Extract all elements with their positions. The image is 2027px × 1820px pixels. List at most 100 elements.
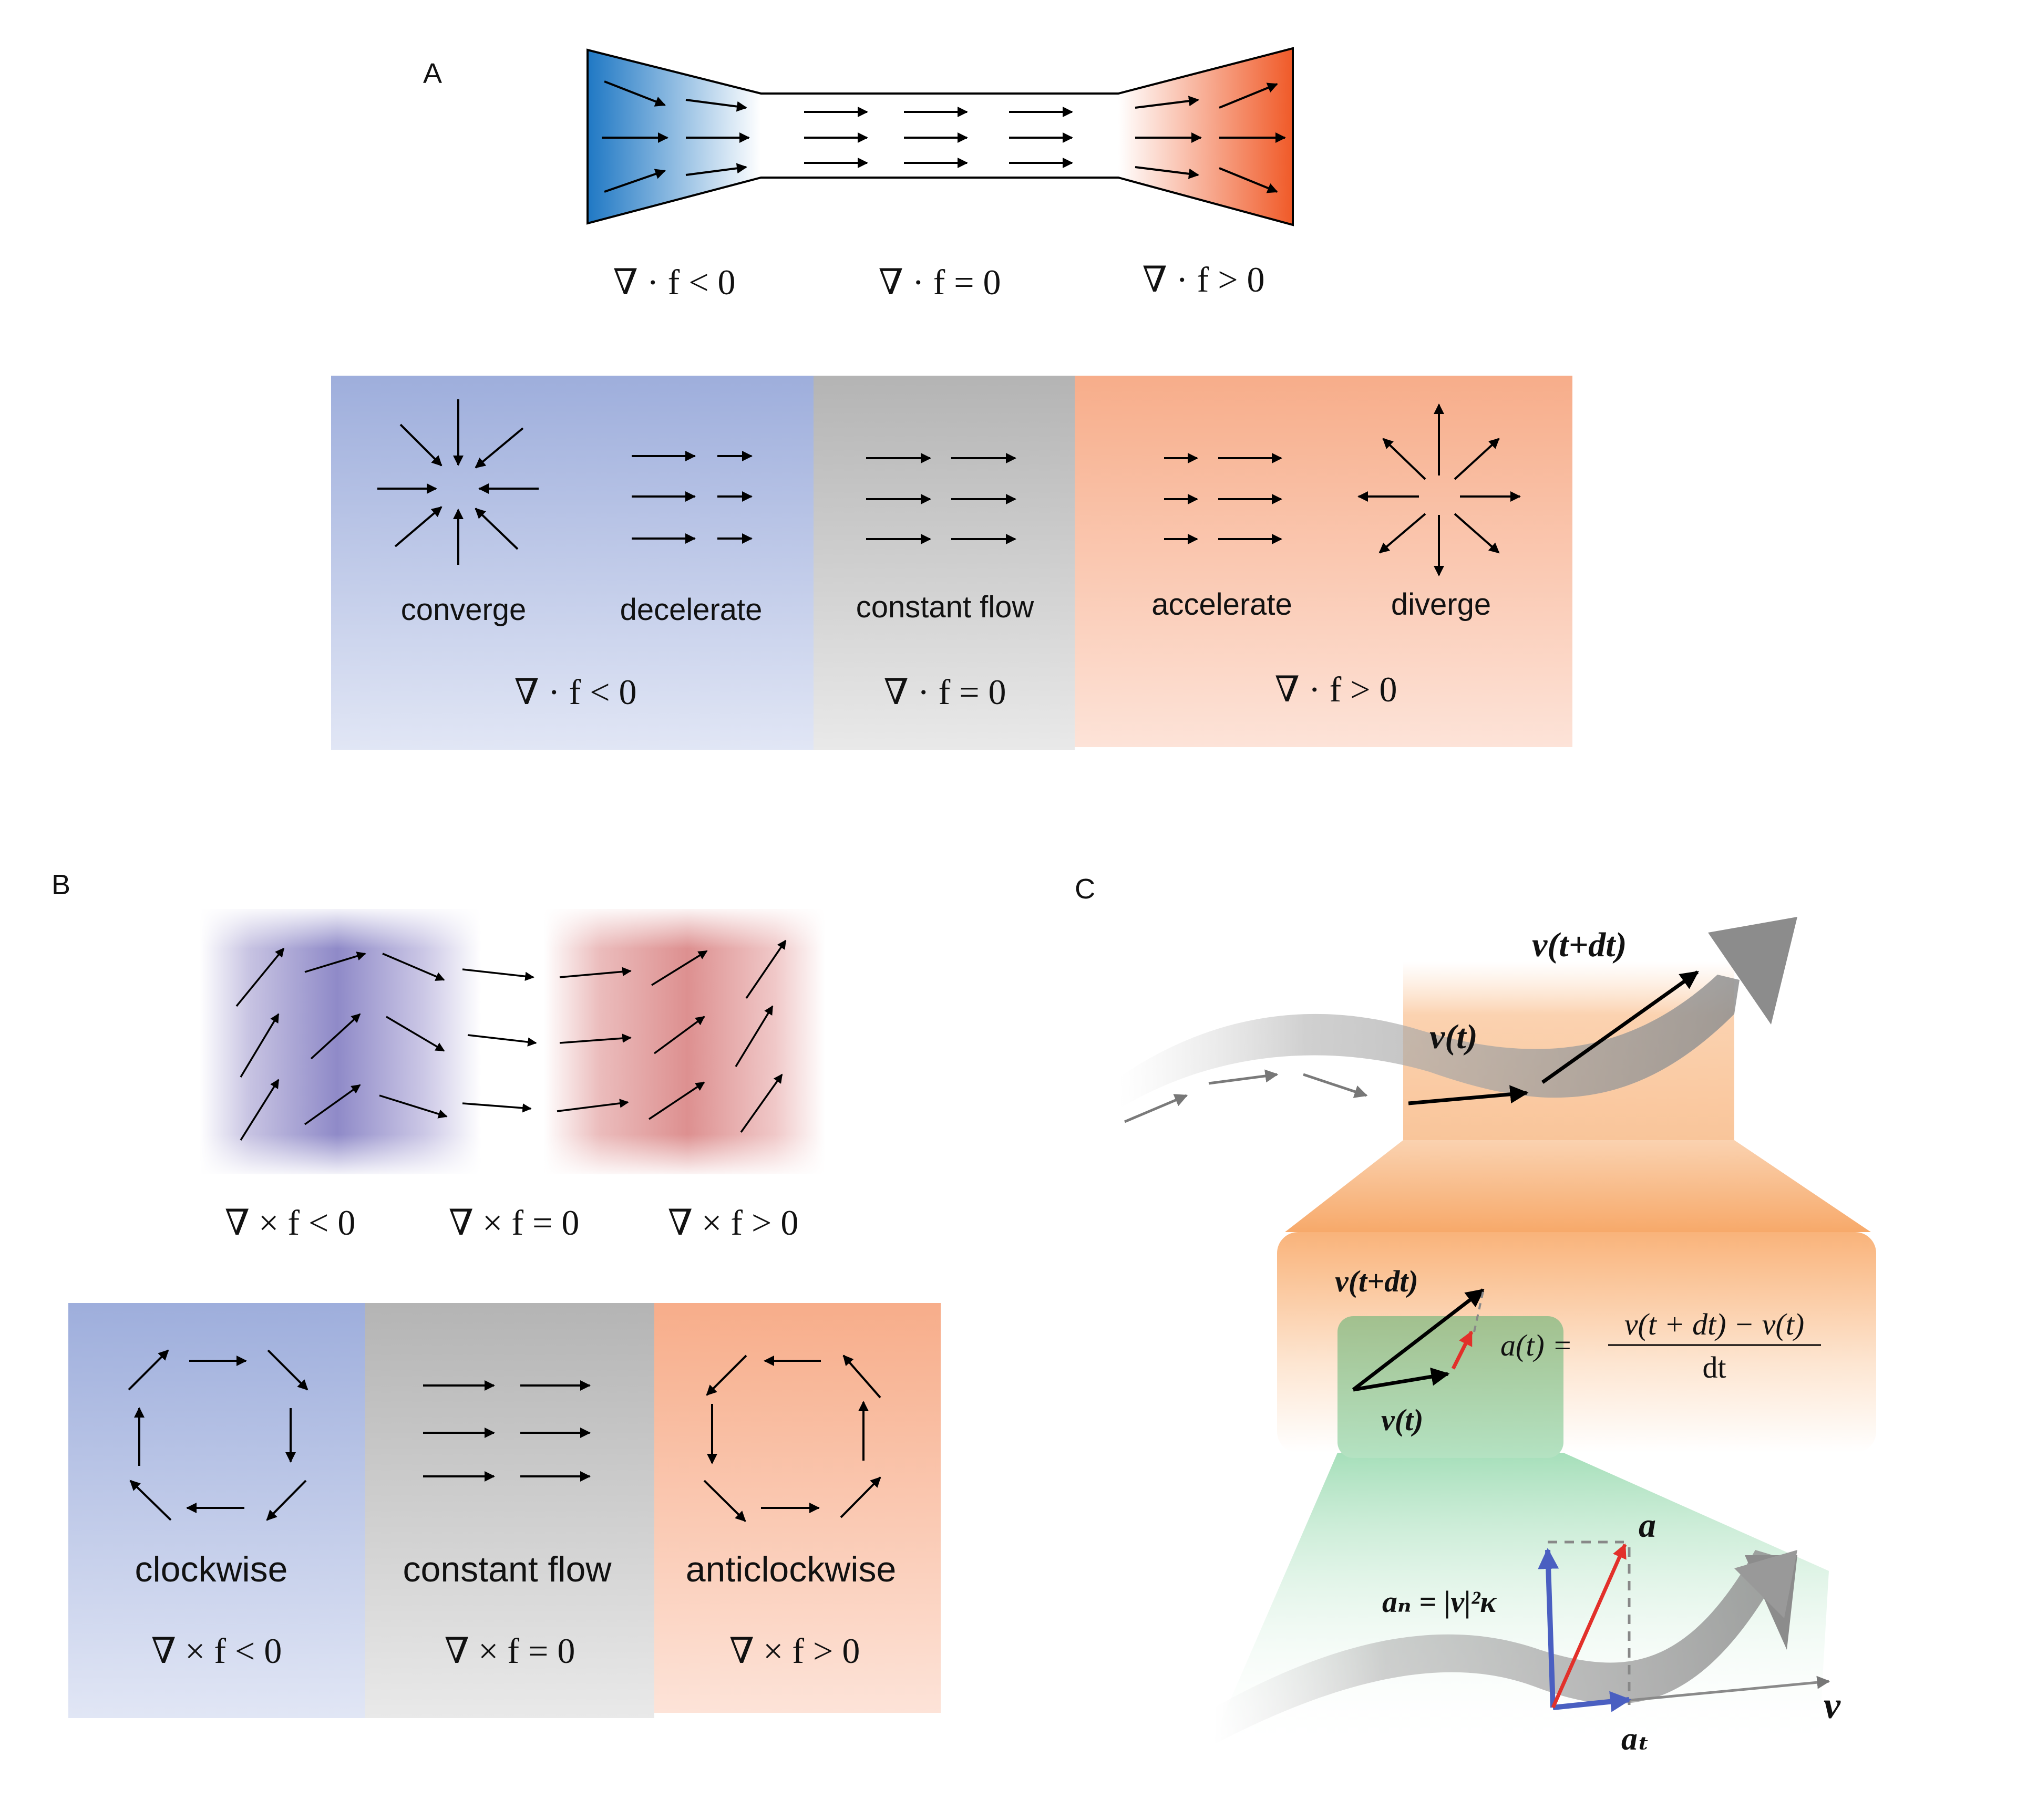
- clockwise-arrow: [128, 1349, 169, 1391]
- label-v-t: v(t): [1429, 1018, 1478, 1056]
- panel-b: B: [52, 869, 941, 1718]
- converge-arrow: [394, 506, 443, 547]
- inset-label-v-t-dt: v(t+dt): [1335, 1264, 1418, 1298]
- nozzle-arrow: [604, 169, 666, 193]
- converge-arrow: [475, 427, 524, 469]
- green-box: [1337, 1316, 1563, 1458]
- panel-b-label: B: [52, 869, 70, 901]
- diverge-arrow: [1454, 513, 1500, 554]
- box-formula-positive-divergence: ∇ · f > 0: [1274, 669, 1397, 709]
- field-arrow: [653, 1016, 705, 1054]
- box-positive-divergence: [1075, 376, 1572, 747]
- inset-label-v-t: v(t): [1381, 1403, 1424, 1437]
- box-zero-curl: [365, 1303, 654, 1718]
- field-arrow: [462, 1102, 532, 1113]
- field-formula-right: ∇ × f > 0: [668, 1203, 799, 1243]
- nozzle-arrow: [1219, 167, 1278, 193]
- anticlockwise-arrow: [842, 1354, 881, 1399]
- inset-vector-dv: [1451, 1330, 1474, 1370]
- nozzle-arrow: [1135, 96, 1199, 109]
- caption-accelerate: accelerate: [1151, 587, 1292, 622]
- box-clockwise: [68, 1303, 365, 1718]
- label-v: v: [1824, 1684, 1841, 1726]
- caption-anticlockwise: anticlockwise: [686, 1549, 897, 1589]
- box-formula-zero-divergence: ∇ · f = 0: [883, 672, 1006, 712]
- caption-clockwise: clockwise: [135, 1549, 288, 1589]
- vector-a-t: [1552, 1691, 1631, 1712]
- inset-vector-v-t-dt: [1352, 1288, 1485, 1391]
- box-formula-negative-divergence: ∇ · f < 0: [514, 672, 636, 712]
- box-formula-zero-curl: ∇ × f = 0: [445, 1631, 575, 1671]
- diverge-arrow: [1454, 438, 1500, 480]
- velocity-ribbon-bottom: [1214, 1550, 1797, 1744]
- zoom-trapezoid: [1285, 1140, 1871, 1232]
- clockwise-arrow: [129, 1480, 172, 1521]
- vector-a: [1551, 1543, 1627, 1709]
- field-arrow: [467, 1034, 537, 1047]
- accel-lhs: a(t) =: [1500, 1328, 1572, 1362]
- nozzle-arrow: [1135, 166, 1199, 179]
- nozzle-diagram: [587, 47, 1294, 226]
- converge-arrow: [475, 508, 519, 550]
- box-formula-clockwise: ∇ × f < 0: [151, 1631, 282, 1671]
- field-arrow: [745, 939, 787, 999]
- box-formula-anticlockwise: ∇ × f > 0: [729, 1631, 860, 1671]
- anticlockwise-arrow: [703, 1480, 746, 1522]
- field-arrow: [386, 1016, 445, 1052]
- vector-a-n: [1538, 1548, 1559, 1708]
- panel-a-label: A: [423, 58, 442, 89]
- field-arrow: [235, 947, 285, 1007]
- field-arrow: [304, 1084, 361, 1125]
- caption-curl-constant-flow: constant flow: [403, 1549, 612, 1589]
- field-arrow: [559, 1033, 632, 1044]
- nozzle-arrow: [604, 80, 666, 107]
- velocity-ribbon-top: [1119, 917, 1797, 1123]
- accel-numerator: v(t + dt) − v(t): [1624, 1307, 1804, 1341]
- field-arrow: [735, 1005, 774, 1067]
- label-v-t-dt: v(t+dt): [1532, 926, 1627, 964]
- field-arrow: [240, 1013, 280, 1078]
- inset-vector-v-t: [1353, 1367, 1450, 1392]
- panel-a: A: [331, 47, 1572, 750]
- label-a-t: aₜ: [1621, 1721, 1650, 1757]
- converge-arrow: [399, 423, 443, 467]
- clockwise-arrow: [267, 1349, 308, 1391]
- field-arrow: [382, 953, 445, 981]
- field-arrow: [651, 950, 708, 986]
- caption-diverge: diverge: [1391, 587, 1491, 622]
- field-arrow: [740, 1073, 783, 1133]
- field-arrow: [379, 1094, 448, 1119]
- curl-field: [200, 909, 825, 1174]
- field-arrow: [240, 1079, 280, 1141]
- diverge-arrow: [1382, 438, 1426, 480]
- panel-c: C v(t+dt) v(t): [1075, 873, 1876, 1757]
- nozzle-arrow: [685, 99, 747, 112]
- field-formula-middle: ∇ × f = 0: [449, 1203, 580, 1243]
- field-arrow: [304, 952, 366, 973]
- caption-decelerate: decelerate: [620, 593, 763, 627]
- velocity-arrow-t-dt: [1541, 970, 1699, 1084]
- label-a: a: [1639, 1506, 1656, 1545]
- anticlockwise-arrow: [840, 1476, 881, 1518]
- anticlockwise-arrow: [706, 1354, 747, 1396]
- field-formula-left: ∇ × f < 0: [225, 1203, 356, 1243]
- field-arrow: [557, 1099, 629, 1112]
- box-negative-divergence: [331, 376, 814, 750]
- box-zero-divergence: [814, 376, 1075, 750]
- caption-converge: converge: [401, 593, 527, 627]
- velocity-arrow-t: [1408, 1085, 1529, 1105]
- label-a-n: aₙ = |v|²κ: [1382, 1585, 1497, 1619]
- panel-c-label: C: [1075, 873, 1095, 905]
- field-arrow: [462, 968, 534, 981]
- caption-constant-flow: constant flow: [856, 590, 1035, 624]
- accel-denominator: dt: [1702, 1350, 1726, 1384]
- clockwise-arrow: [266, 1480, 307, 1521]
- field-arrow: [649, 1081, 705, 1120]
- nozzle-formula-right: ∇ · f > 0: [1142, 260, 1264, 299]
- nozzle-formula-left: ∇ · f < 0: [613, 262, 735, 302]
- diverge-arrow: [1378, 513, 1426, 554]
- nozzle-arrow: [1219, 82, 1278, 109]
- nozzle-formula-middle: ∇ · f = 0: [878, 262, 1001, 302]
- field-arrow: [310, 1013, 361, 1060]
